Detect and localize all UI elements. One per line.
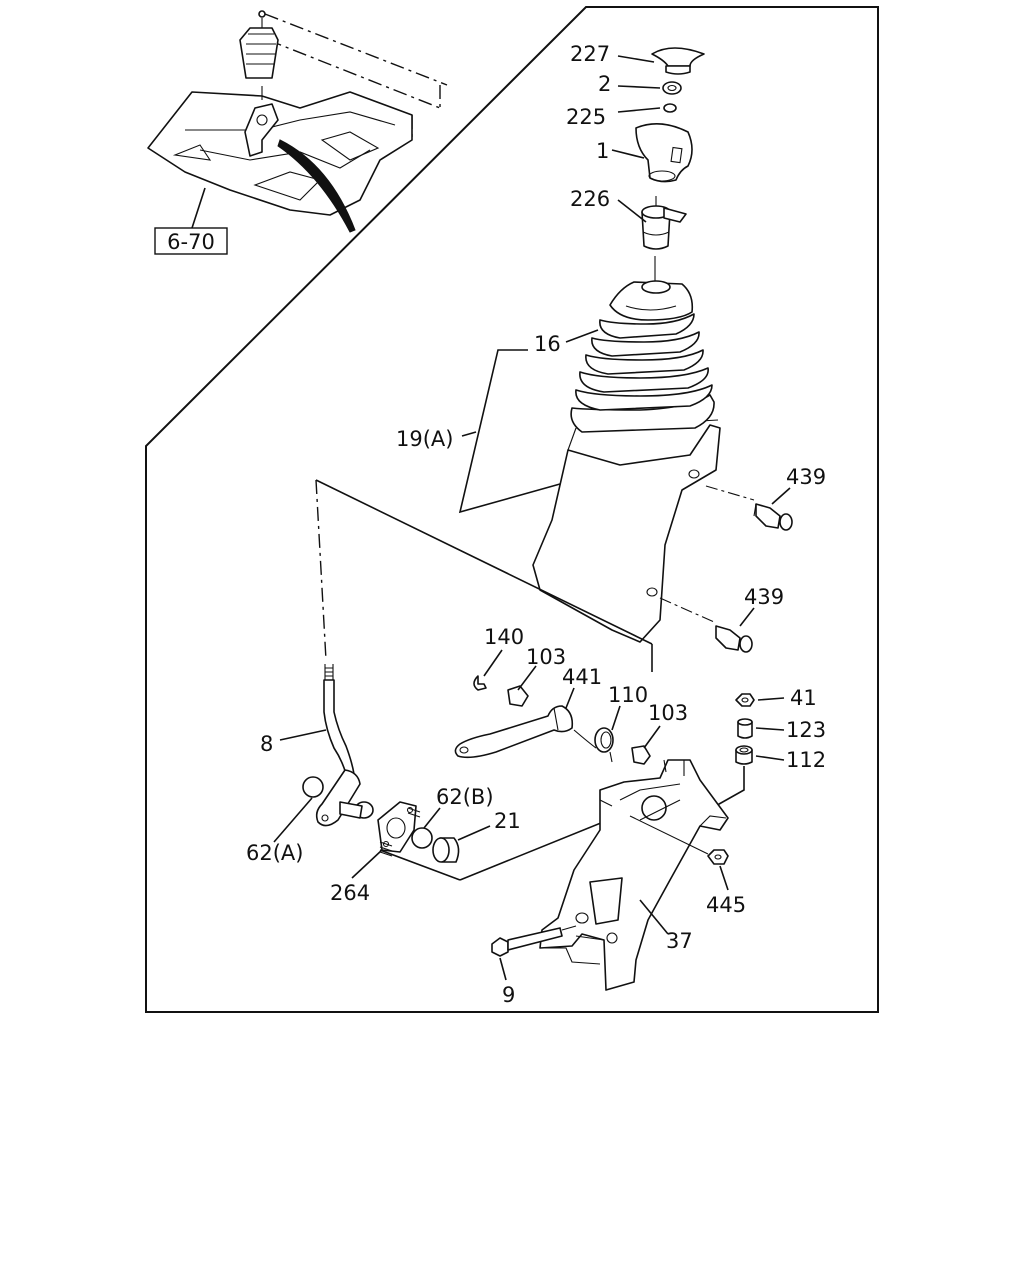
part-bushing-lower xyxy=(631,745,651,765)
callout-439-upper[interactable]: 439 xyxy=(786,465,826,489)
part-boot-housing xyxy=(532,280,721,643)
reference-box[interactable]: 6-70 xyxy=(154,227,228,255)
part-bolt-9 xyxy=(491,925,577,957)
callout-110[interactable]: 110 xyxy=(608,683,648,707)
callout-1[interactable]: 1 xyxy=(596,139,609,163)
part-bushing-upper xyxy=(507,685,529,707)
part-shift-lever xyxy=(315,664,374,827)
part-link-arm xyxy=(454,705,574,759)
callout-441[interactable]: 441 xyxy=(562,665,602,689)
callout-2[interactable]: 2 xyxy=(598,72,611,96)
callout-445[interactable]: 445 xyxy=(706,893,746,917)
part-bushing-b xyxy=(411,827,433,849)
callout-226[interactable]: 226 xyxy=(570,187,610,211)
callout-62a[interactable]: 62(A) xyxy=(246,841,303,865)
callout-37[interactable]: 37 xyxy=(666,929,693,953)
part-bolt-upper xyxy=(705,485,793,531)
part-clip xyxy=(473,675,487,691)
callout-140[interactable]: 140 xyxy=(484,625,524,649)
callout-8[interactable]: 8 xyxy=(260,732,273,756)
reference-box-label: 6-70 xyxy=(167,230,215,254)
part-nut-small xyxy=(735,693,755,707)
part-bushing xyxy=(432,837,460,863)
part-flange-plate xyxy=(377,801,421,857)
part-bolt-lower xyxy=(659,597,753,653)
callout-112[interactable]: 112 xyxy=(786,748,826,772)
callout-labels: 227 2 225 1 226 16 19(A) 439 439 140 103… xyxy=(246,42,826,1007)
callout-123[interactable]: 123 xyxy=(786,718,826,742)
part-grommet xyxy=(735,745,753,765)
callout-16[interactable]: 16 xyxy=(534,332,561,356)
callout-62b[interactable]: 62(B) xyxy=(436,785,494,809)
callout-103-upper[interactable]: 103 xyxy=(526,645,566,669)
callout-41[interactable]: 41 xyxy=(790,686,817,710)
part-cap xyxy=(651,47,705,75)
callout-439-lower[interactable]: 439 xyxy=(744,585,784,609)
callout-9[interactable]: 9 xyxy=(502,983,515,1007)
callout-21[interactable]: 21 xyxy=(494,809,521,833)
diagram-frame xyxy=(145,6,879,1013)
part-bracket xyxy=(539,759,729,991)
callout-264[interactable]: 264 xyxy=(330,881,370,905)
part-sleeve xyxy=(641,196,687,250)
callout-227[interactable]: 227 xyxy=(570,42,610,66)
part-collar xyxy=(737,718,753,739)
part-nut-445 xyxy=(707,849,729,865)
part-ball-a xyxy=(302,776,324,798)
callout-19a[interactable]: 19(A) xyxy=(396,427,453,451)
leader-lines xyxy=(273,55,791,981)
location-arrow xyxy=(277,139,356,233)
callout-103-lower[interactable]: 103 xyxy=(648,701,688,725)
part-nut xyxy=(662,81,682,95)
part-spring xyxy=(573,727,614,763)
part-washer xyxy=(663,103,677,113)
part-knob xyxy=(635,123,693,183)
callout-225[interactable]: 225 xyxy=(566,105,606,129)
vehicle-floor-inset xyxy=(147,10,448,233)
